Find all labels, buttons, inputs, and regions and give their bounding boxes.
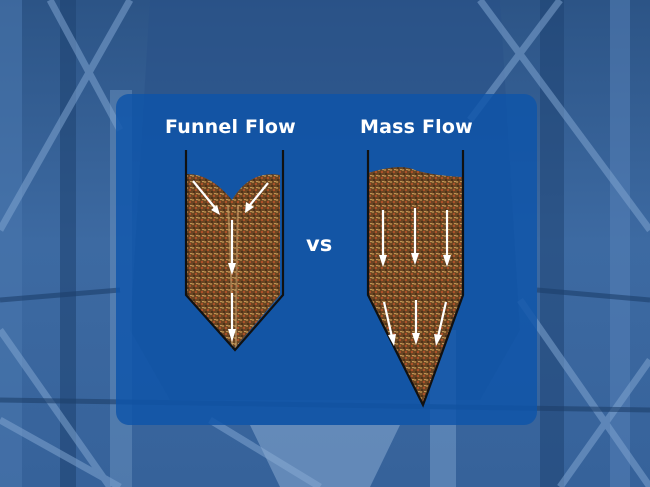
arrow-head-icon <box>379 255 387 267</box>
funnel-silo-wall <box>184 150 285 352</box>
arrow-head-icon <box>443 255 451 267</box>
arrow-head-icon <box>412 333 420 345</box>
arrow-head-icon <box>211 205 220 215</box>
arrow-head-icon <box>388 334 396 346</box>
vs-label: vs <box>306 232 333 256</box>
mass-flow-silo-diagram <box>366 150 465 408</box>
arrow-head-icon <box>245 202 254 213</box>
arrow-icon <box>436 301 448 338</box>
funnel-flow-silo-diagram <box>184 150 285 352</box>
arrow-head-icon <box>228 329 236 342</box>
arrow-head-icon <box>411 253 419 265</box>
arrow-icon <box>192 180 217 210</box>
mass-flow-title: Mass Flow <box>360 116 473 138</box>
arrow-head-icon <box>228 263 236 275</box>
arrow-head-icon <box>434 334 442 346</box>
arrow-icon <box>249 182 269 206</box>
mass-grain-fill <box>368 167 462 403</box>
funnel-flow-title: Funnel Flow <box>165 116 296 138</box>
mass-flow-arrows <box>379 208 451 346</box>
funnel-flow-arrows <box>192 180 269 342</box>
mass-silo-wall <box>366 150 465 408</box>
arrow-icon <box>382 301 394 338</box>
